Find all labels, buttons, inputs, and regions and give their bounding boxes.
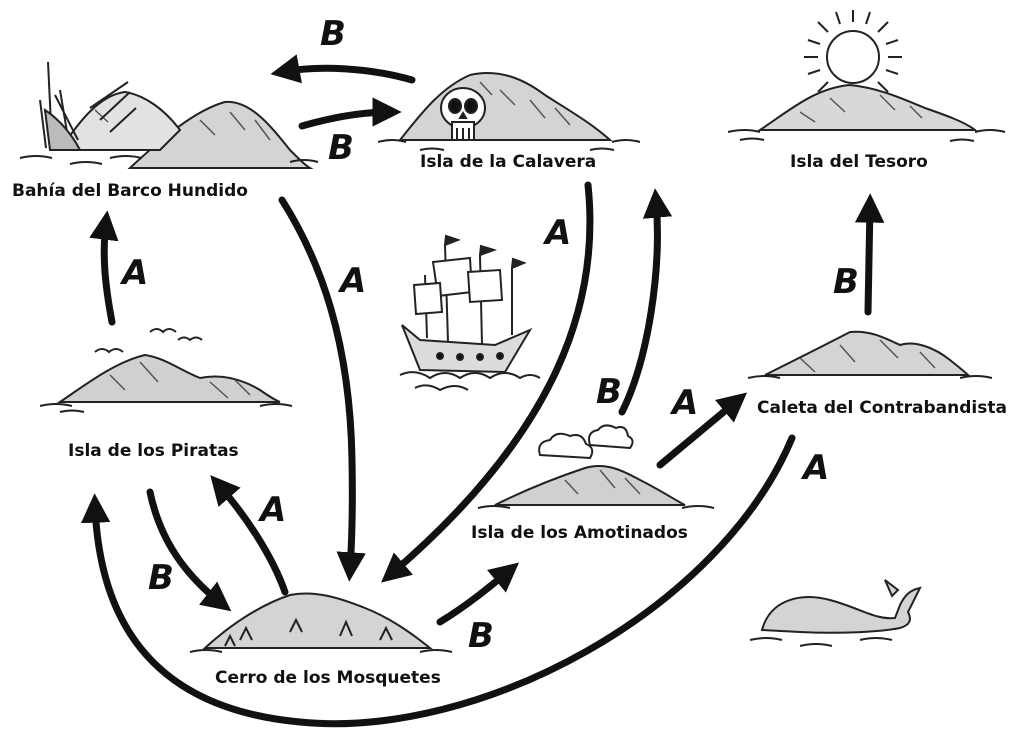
- label-smugglers-cove: Caleta del Contrabandista: [757, 398, 1007, 418]
- arrow-piratas-to-mosquetes: [146, 488, 232, 612]
- route-label-b: B: [833, 262, 859, 302]
- pirate-island-icon: [39, 328, 293, 413]
- skull-icon: [440, 87, 486, 141]
- arrow-amotinados-to-contrabandista: [656, 392, 748, 469]
- galleon-icon: [399, 234, 541, 392]
- label-pirate-island: Isla de los Piratas: [68, 441, 239, 461]
- sun-icon: [804, 10, 902, 104]
- route-label-b: B: [328, 128, 354, 168]
- route-label-a: A: [260, 490, 287, 530]
- route-label-a: A: [672, 383, 699, 423]
- route-label-b: B: [148, 558, 174, 598]
- shipwreck-bay-icon: [19, 61, 319, 169]
- bird-icon: [94, 328, 203, 354]
- route-label-a: A: [340, 261, 367, 301]
- treasure-island-icon: [727, 83, 1006, 142]
- cloud-icon: [538, 424, 634, 460]
- arrow-calavera-to-mosquetes: [381, 181, 594, 583]
- route-label-b: B: [596, 372, 622, 412]
- label-shipwreck-bay: Bahía del Barco Hundido: [12, 181, 248, 201]
- arrow-bahia-to-calavera: [298, 97, 402, 130]
- skull-island-icon: [377, 71, 641, 151]
- mutineers-island-icon: [477, 424, 715, 509]
- route-label-a: A: [545, 213, 572, 253]
- arrow-contrabandista-to-piratas: [80, 434, 796, 728]
- arrows: [80, 54, 885, 728]
- shipwreck-icon: [39, 61, 137, 151]
- smugglers-cove-icon: [747, 330, 993, 379]
- route-label-a: A: [803, 448, 830, 488]
- label-treasure-island: Isla del Tesoro: [790, 152, 928, 172]
- whale-icon: [749, 579, 922, 647]
- arrow-bahia-to-mosquetes: [278, 196, 366, 582]
- route-label-b: B: [468, 616, 494, 656]
- arrow-mosquetes-to-piratas: [210, 475, 289, 596]
- arrow-piratas-to-bahia: [89, 210, 119, 326]
- label-skull-island: Isla de la Calavera: [420, 152, 597, 172]
- label-musket-hill: Cerro de los Mosquetes: [215, 668, 441, 688]
- arrow-calavera-to-bahia: [270, 54, 416, 84]
- route-label-b: B: [320, 14, 346, 54]
- route-label-a: A: [122, 253, 149, 293]
- musket-hill-icon: [189, 592, 453, 653]
- arrow-amotinados-to-calavera: [618, 188, 673, 416]
- arrow-contrabandista-to-tesoro: [854, 193, 885, 316]
- label-mutineers-island: Isla de los Amotinados: [471, 523, 688, 543]
- arrow-mosquetes-to-amotinados: [436, 562, 520, 626]
